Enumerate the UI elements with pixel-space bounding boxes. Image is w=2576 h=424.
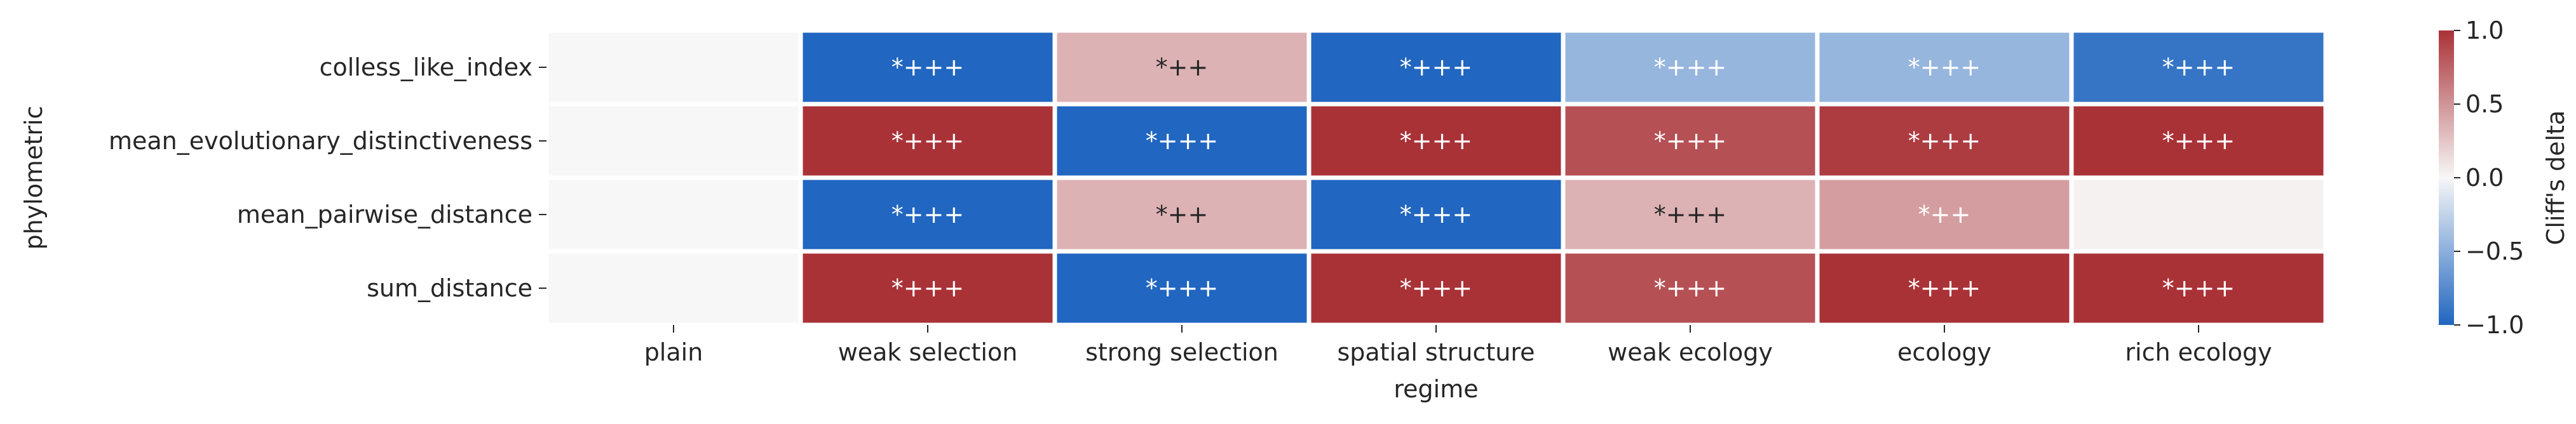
cell-annotation: *+++ — [1908, 53, 1981, 81]
heatmap-cell — [544, 249, 803, 328]
x-tick-label: spatial structure — [1337, 338, 1535, 366]
colorbar-ticks: −1.0 −0.5 0.0 0.5 1.0 — [2454, 17, 2524, 339]
heatmap-cell — [1561, 175, 1820, 254]
cell-annotation: *+++ — [2162, 53, 2235, 81]
cell-annotation: *+++ — [1908, 274, 1981, 302]
heatmap-cell — [1561, 102, 1820, 180]
heatmap-cell — [1815, 249, 2074, 328]
colorbar-tick-label: 1.0 — [2465, 17, 2504, 44]
x-tick-label: strong selection — [1085, 338, 1278, 366]
x-axis-title: regime — [1393, 375, 1478, 403]
y-tick-label: mean_pairwise_distance — [237, 201, 532, 229]
cell-annotation: *+++ — [891, 274, 965, 302]
heatmap-cell — [544, 28, 803, 107]
y-tick-label: mean_evolutionary_distinctiveness — [109, 127, 532, 155]
cell-annotation: *++ — [1156, 53, 1209, 81]
colorbar-label: Cliff's delta — [2542, 110, 2570, 245]
cell-annotation: *+++ — [1400, 53, 1473, 81]
x-tick-label: ecology — [1897, 338, 1991, 366]
heatmap-cell — [2069, 102, 2328, 180]
cell-annotation: *+++ — [891, 127, 965, 155]
x-tick-label: rich ecology — [2125, 338, 2272, 366]
y-axis-ticks: colless_like_index mean_evolutionary_dist… — [109, 53, 546, 302]
cell-annotation: *++ — [1918, 201, 1971, 229]
cell-annotation: *+++ — [1908, 127, 1981, 155]
cell-annotation: *+++ — [1146, 127, 1219, 155]
cell-annotation: *+++ — [1400, 201, 1473, 229]
cell-annotation: *+++ — [891, 53, 965, 81]
cell-annotation: *+++ — [1654, 53, 1727, 81]
heatmap-cell — [798, 249, 1057, 328]
cell-annotation: *+++ — [1146, 274, 1219, 302]
colorbar-tick-label: 0.0 — [2465, 164, 2504, 192]
cell-annotation: *+++ — [2162, 274, 2235, 302]
heatmap-cell — [2069, 175, 2328, 254]
colorbar-gradient — [2439, 30, 2454, 325]
cell-annotation: *++ — [1156, 201, 1209, 229]
colorbar-tick-label: −0.5 — [2465, 237, 2524, 265]
heatmap-cell — [1815, 175, 2074, 254]
cell-annotation: *+++ — [891, 201, 965, 229]
x-tick-label: plain — [644, 338, 703, 366]
x-tick-label: weak ecology — [1608, 338, 1773, 366]
cell-annotations: *+++ *++ *+++ *+++ *+++ *+++ *+++ *+++ *+++ *+++ *… — [891, 53, 2235, 302]
colorbar: −1.0 −0.5 0.0 0.5 1.0 Cliff's delta — [2439, 17, 2570, 339]
cell-annotation: *+++ — [1400, 127, 1473, 155]
colorbar-tick-label: −1.0 — [2465, 311, 2524, 339]
y-axis-title: phylometric — [20, 106, 48, 250]
heatmap-cell — [544, 102, 803, 180]
cell-annotation: *+++ — [1654, 274, 1727, 302]
cell-annotation: *+++ — [1654, 201, 1727, 229]
heatmap-cell — [544, 175, 803, 254]
heatmap-cell — [1815, 28, 2074, 107]
cell-annotation: *+++ — [1654, 127, 1727, 155]
colorbar-tick-label: 0.5 — [2465, 90, 2504, 118]
x-axis-ticks: plain weak selection strong selection spati… — [644, 325, 2272, 366]
cell-annotation: *+++ — [2162, 127, 2235, 155]
cell-annotation: *+++ — [1400, 274, 1473, 302]
x-tick-label: weak selection — [838, 338, 1018, 366]
heatmap-cell — [798, 175, 1057, 254]
heatmap-cell — [1052, 175, 1312, 254]
y-tick-label: sum_distance — [367, 274, 532, 302]
heatmap-cells — [544, 28, 2328, 328]
heatmap-cell — [1052, 102, 1312, 180]
y-tick-label: colless_like_index — [320, 53, 532, 81]
